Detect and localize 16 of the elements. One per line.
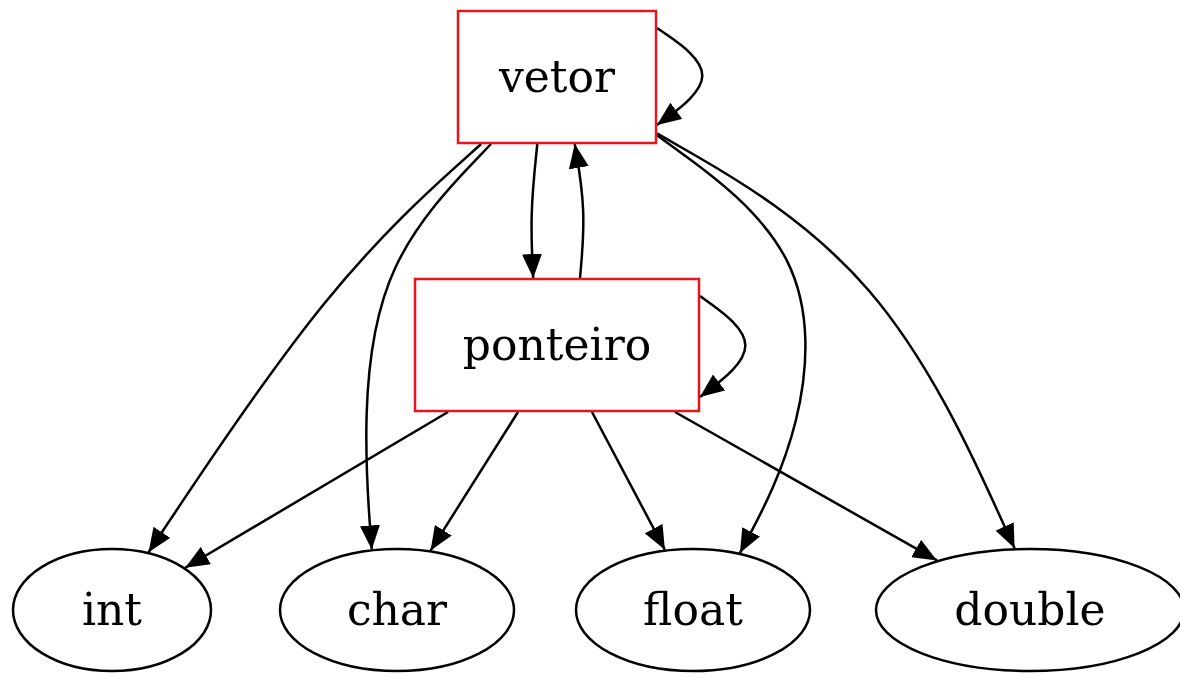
arrow bbox=[656, 134, 807, 554]
arrow bbox=[147, 143, 482, 553]
arrow bbox=[656, 26, 704, 126]
arrow bbox=[522, 143, 542, 279]
node-label: vetor bbox=[498, 55, 616, 99]
node-label: char bbox=[346, 588, 448, 632]
arrow bbox=[699, 295, 747, 398]
arrow bbox=[360, 143, 492, 550]
arrow bbox=[568, 143, 589, 279]
node-label: float bbox=[643, 588, 743, 632]
arrow bbox=[656, 132, 1016, 549]
arrow bbox=[590, 411, 666, 551]
node-label: double bbox=[954, 588, 1106, 632]
node-label: int bbox=[81, 588, 143, 632]
node-label: ponteiro bbox=[462, 323, 652, 367]
arrow bbox=[429, 411, 520, 552]
